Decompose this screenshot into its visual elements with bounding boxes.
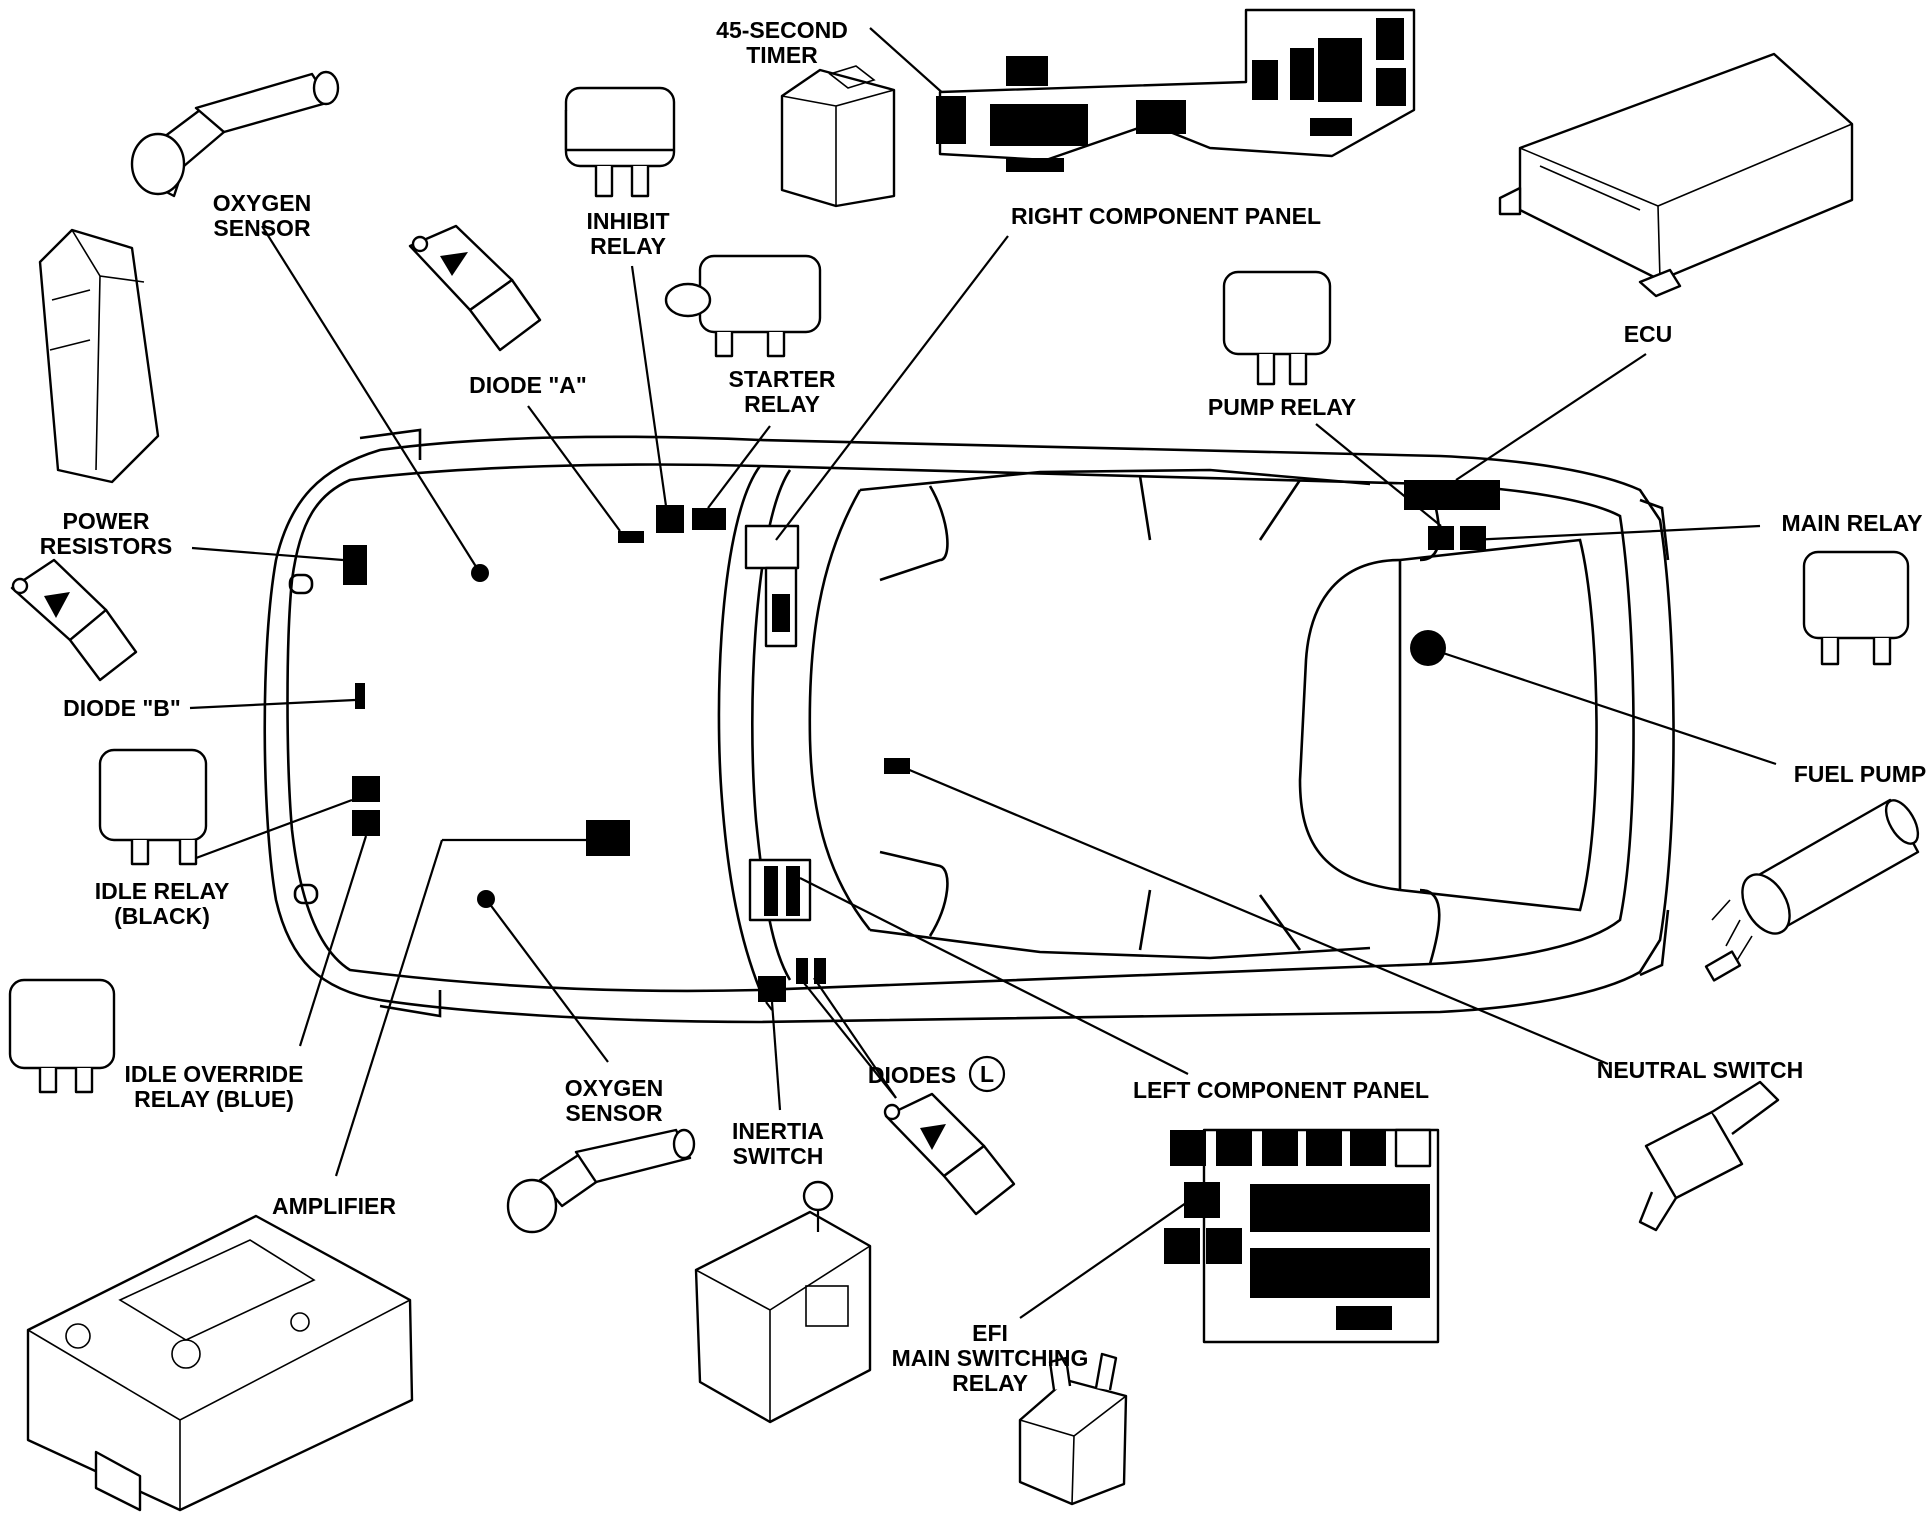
oxygen-sensor-part-top <box>130 70 340 198</box>
right-component-panel-marker <box>744 524 800 570</box>
oxygen-sensor-part-bottom <box>506 1128 696 1234</box>
diodes-marker <box>796 958 808 984</box>
diode-b-marker <box>355 683 365 709</box>
fuel-pump-part <box>1704 798 1920 982</box>
car-body <box>263 428 1675 1024</box>
pump-relay-part <box>1222 270 1332 386</box>
label-diode-b: DIODE "B" <box>63 695 181 721</box>
timer-part <box>780 65 896 208</box>
label-left-component-panel: LEFT COMPONENT PANEL <box>1133 1077 1429 1103</box>
inertia-switch-part <box>694 1180 872 1424</box>
inhibit-relay-marker <box>656 505 684 533</box>
idle-override-relay-marker <box>352 810 380 836</box>
label-pump-relay: PUMP RELAY <box>1208 394 1356 420</box>
inertia-switch-marker <box>758 976 786 1002</box>
pump-relay-marker <box>1428 526 1454 550</box>
inhibit-relay-part <box>564 86 676 198</box>
main-relay-marker <box>1460 526 1486 550</box>
idle-relay-part <box>98 748 208 866</box>
diodes-badge-circle <box>968 1055 1006 1093</box>
label-main-relay: MAIN RELAY <box>1782 510 1923 536</box>
label-idle-relay: IDLE RELAY(BLACK) <box>95 878 230 929</box>
label-amplifier: AMPLIFIER <box>272 1193 396 1219</box>
neutral-switch-marker <box>884 758 910 774</box>
amplifier-marker <box>586 820 630 856</box>
label-ecu: ECU <box>1624 321 1673 347</box>
left-component-panel-marker <box>748 858 812 922</box>
diodes-badge-letter: L <box>980 1061 994 1087</box>
neutral-switch-part <box>1638 1080 1780 1232</box>
starter-relay-marker <box>692 508 726 530</box>
diode-a-marker <box>618 531 644 543</box>
idle-override-relay-part <box>8 978 116 1094</box>
diode-part-a <box>408 224 542 352</box>
ecu-part <box>1498 52 1854 298</box>
left-component-panel-part <box>1164 1128 1440 1344</box>
label-right-component-panel: RIGHT COMPONENT PANEL <box>1011 203 1321 229</box>
label-fuel-pump: FUEL PUMP <box>1794 761 1926 787</box>
label-diode-a: DIODE "A" <box>469 372 587 398</box>
amplifier-part <box>26 1214 414 1512</box>
power-resistors-part <box>38 228 160 484</box>
idle-relay-marker <box>352 776 380 802</box>
efi-main-switching-relay-part <box>1018 1352 1128 1506</box>
main-relay-part <box>1802 550 1910 666</box>
right-component-panel-part <box>936 8 1416 172</box>
component-markers <box>343 480 1500 1002</box>
ecu-marker <box>1404 480 1500 510</box>
diode-part-b <box>10 558 138 682</box>
label-neutral-switch: NEUTRAL SWITCH <box>1597 1057 1804 1083</box>
starter-relay-part <box>664 254 822 358</box>
power-resistors-marker <box>343 545 367 585</box>
diode-part-l <box>883 1092 1016 1216</box>
label-diodes: DIODES <box>868 1062 956 1088</box>
leader-lines <box>179 27 1777 1319</box>
